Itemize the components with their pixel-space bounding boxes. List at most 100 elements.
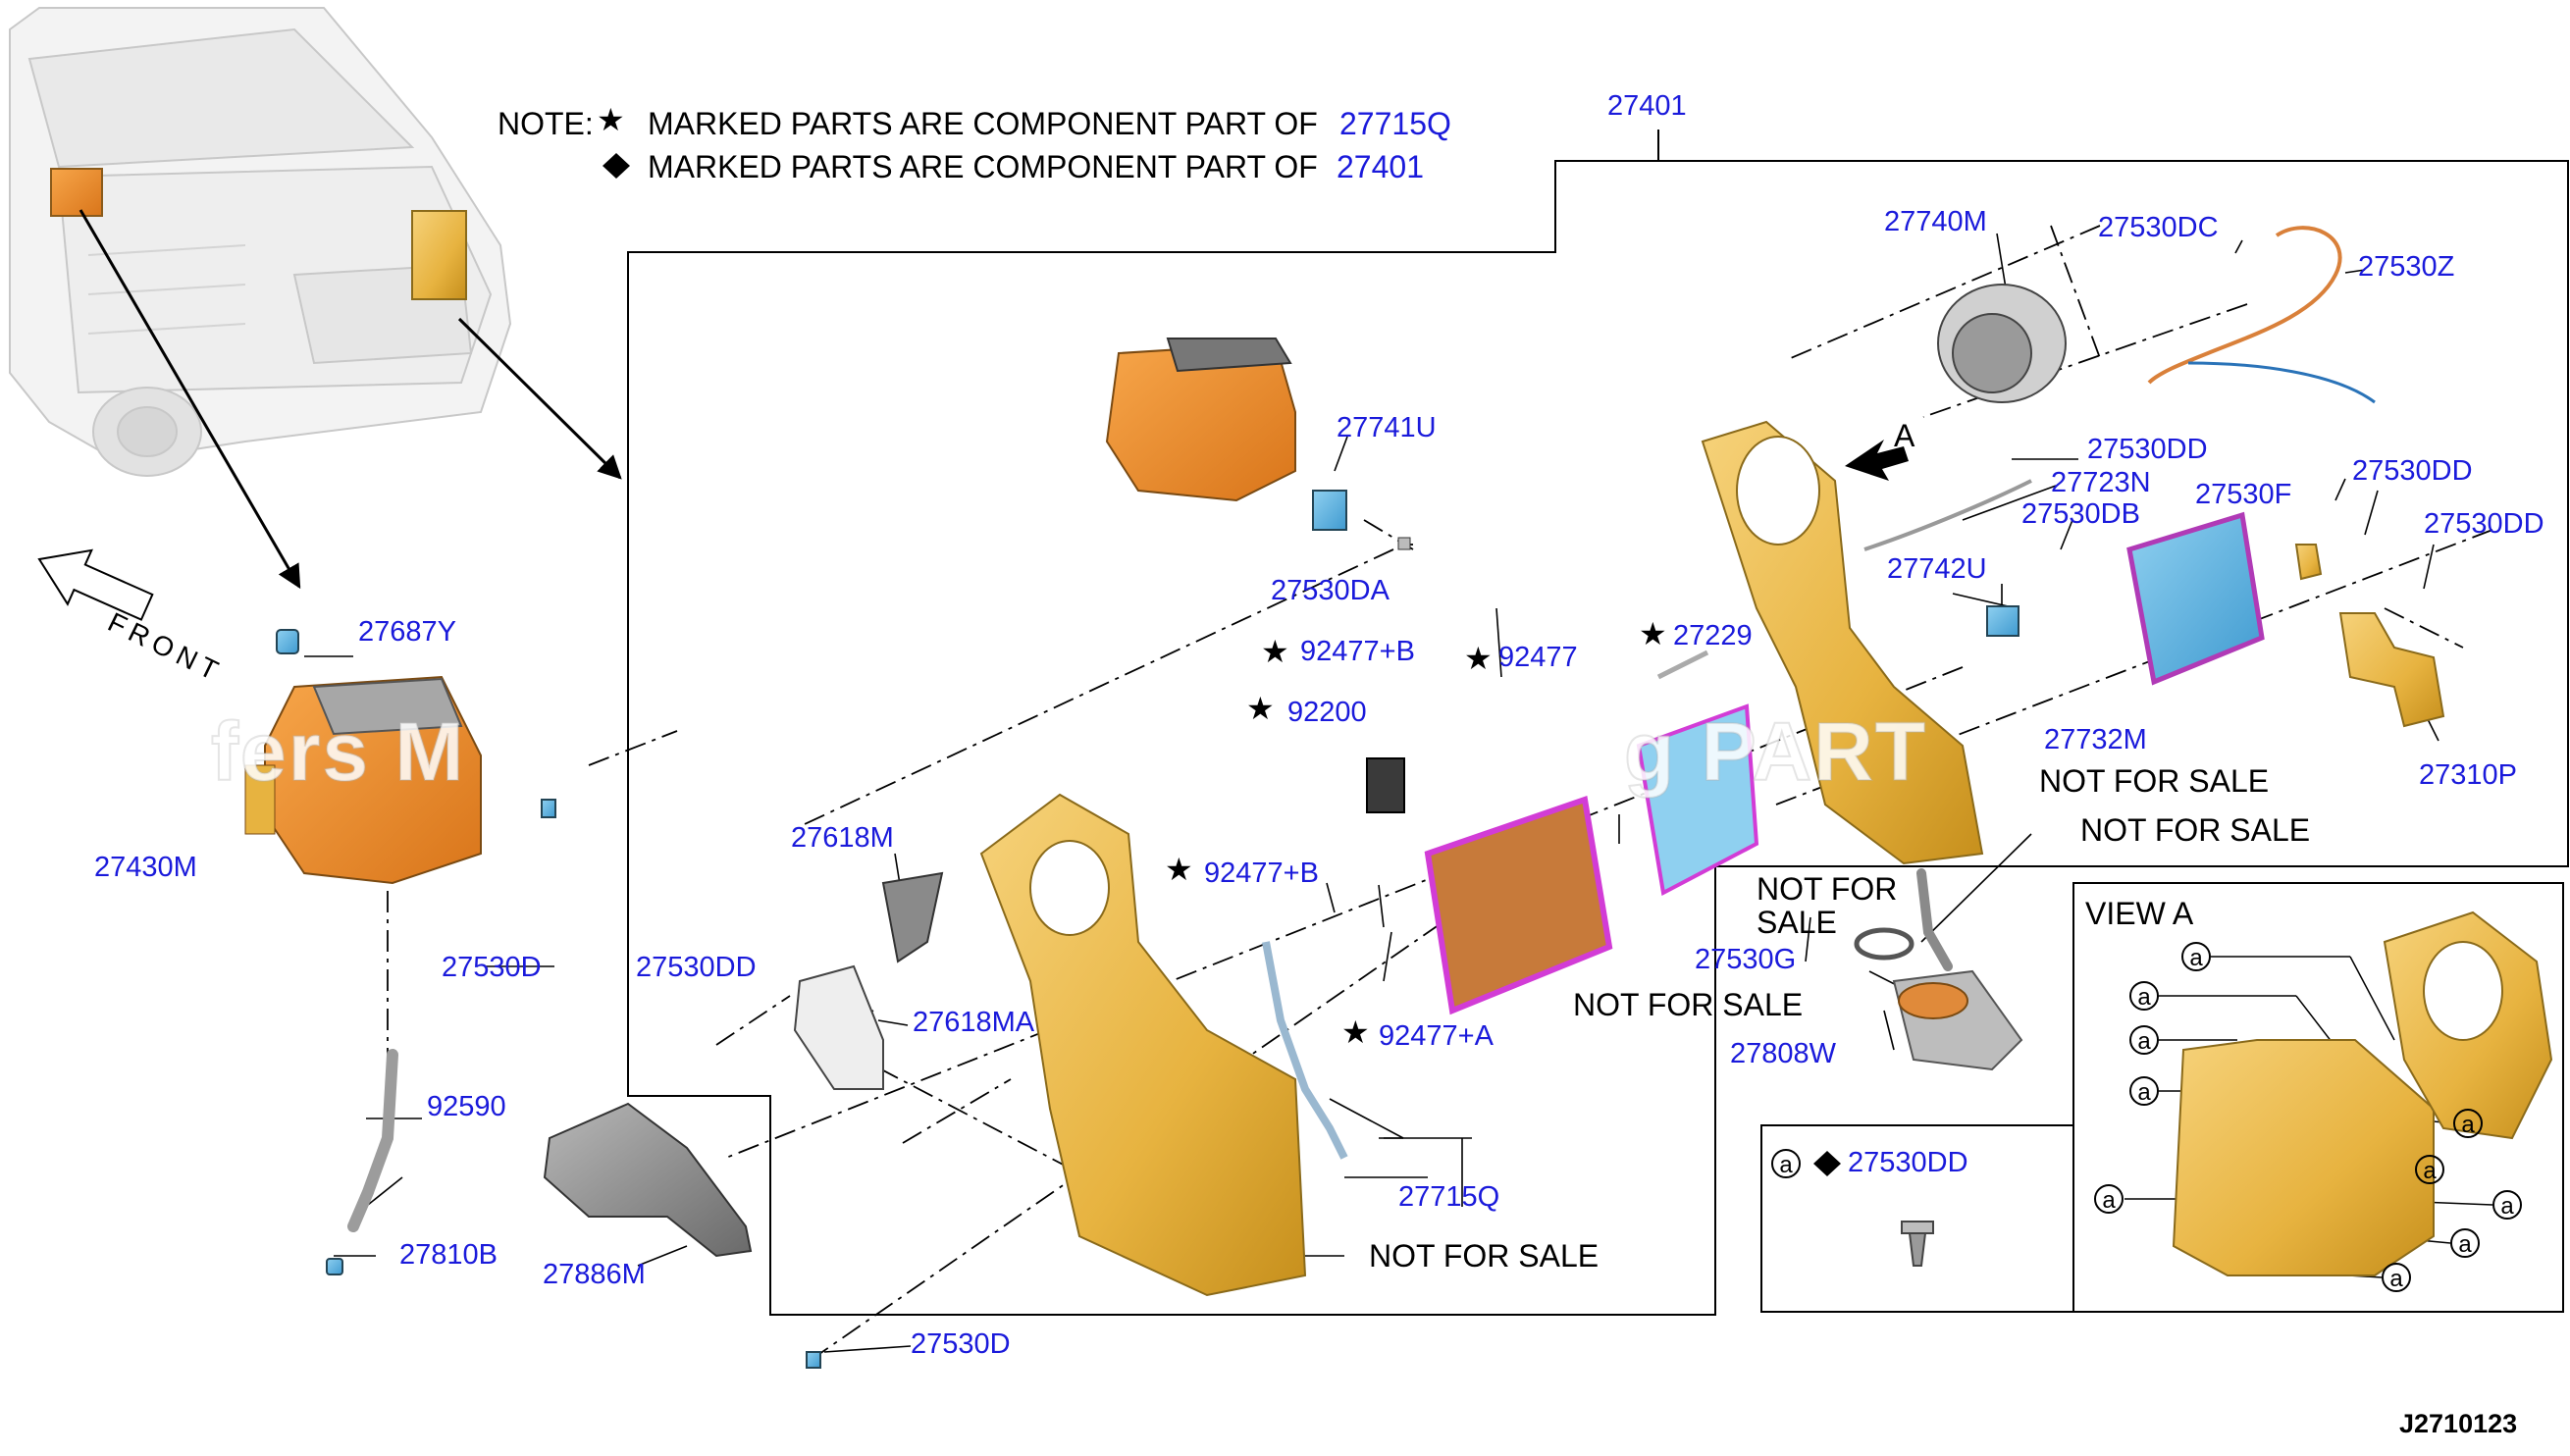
part-27886M xyxy=(543,1102,753,1258)
pointer-arrow-front xyxy=(79,209,301,590)
label-27886M[interactable]: 27886M xyxy=(543,1259,646,1290)
note-diamond-icon xyxy=(603,153,630,179)
legend-box xyxy=(1760,1124,2074,1313)
note-star-text: MARKED PARTS ARE COMPONENT PART OF xyxy=(648,106,1318,141)
part-rear-evaporator xyxy=(2126,511,2265,686)
label-27530DD-b[interactable]: 27530DD xyxy=(2352,455,2473,487)
label-27732M[interactable]: 27732M xyxy=(2044,724,2147,755)
star-icon-92200: ★ xyxy=(1246,691,1275,726)
part-rear-drain-hose xyxy=(1916,868,1953,971)
label-27530F[interactable]: 27530F xyxy=(2195,479,2292,510)
centerlines xyxy=(387,225,2493,1355)
vehicle-illustration xyxy=(9,7,512,477)
label-27401[interactable]: 27401 xyxy=(1607,90,1687,122)
part-27687Y xyxy=(276,629,299,654)
not-for-sale-center-line1: NOT FOR xyxy=(1757,871,1898,907)
watermark-left: fers M xyxy=(210,704,466,799)
label-92477A[interactable]: 92477+A xyxy=(1379,1020,1494,1052)
note-diamond-text: MARKED PARTS ARE COMPONENT PART OF xyxy=(648,149,1318,184)
note-prefix: NOTE: xyxy=(498,106,594,141)
star-icon-92477: ★ xyxy=(1464,641,1493,676)
vehicle-unit-front xyxy=(50,168,103,217)
legend-part[interactable]: 27530DD xyxy=(1848,1147,1968,1178)
part-rear-case-left xyxy=(979,793,1307,1297)
label-27530Z[interactable]: 27530Z xyxy=(2358,251,2455,283)
label-27810B[interactable]: 27810B xyxy=(399,1239,498,1271)
label-27310P[interactable]: 27310P xyxy=(2419,759,2517,791)
part-27618MA xyxy=(793,964,884,1090)
part-27740M xyxy=(1937,284,2067,403)
label-27530DC[interactable]: 27530DC xyxy=(2098,212,2219,243)
view-a-mark-3: a xyxy=(2129,1025,2159,1055)
view-a-arrow-icon xyxy=(1845,440,1909,481)
view-a-mark-5: a xyxy=(2453,1109,2483,1138)
label-27723N[interactable]: 27723N xyxy=(2051,467,2151,498)
part-27530Z-branch xyxy=(2187,361,2376,404)
watermark-right: g PART xyxy=(1623,704,1928,799)
label-27530DA[interactable]: 27530DA xyxy=(1271,575,1390,606)
label-27618MA[interactable]: 27618MA xyxy=(913,1007,1035,1038)
note-star-ref[interactable]: 27715Q xyxy=(1339,106,1451,141)
part-27530DA-bolt xyxy=(1397,537,1411,550)
label-27530DB[interactable]: 27530DB xyxy=(2021,498,2140,530)
pointer-arrow-rear xyxy=(457,317,622,480)
part-92200 xyxy=(1366,757,1405,813)
legend-mark: a xyxy=(1771,1149,1801,1178)
part-27530D-bolt-a xyxy=(541,799,556,818)
label-27742U[interactable]: 27742U xyxy=(1887,553,1987,585)
part-rear-case-right xyxy=(1701,420,1984,865)
part-27530G xyxy=(1854,927,1914,961)
legend-screw-icon xyxy=(1901,1221,1934,1267)
view-a-mark-2: a xyxy=(2129,981,2159,1011)
not-for-sale-right-2: NOT FOR SALE xyxy=(2080,812,2311,848)
note-star-icon: ★ xyxy=(597,102,625,137)
label-27530DD-c[interactable]: 27530DD xyxy=(2424,508,2544,540)
label-27530DD-a[interactable]: 27530DD xyxy=(2087,434,2208,465)
part-27310P xyxy=(2338,612,2445,728)
view-a-mark-7: a xyxy=(2094,1184,2124,1214)
part-27530F xyxy=(2294,544,2323,581)
view-a-arrow-label: A xyxy=(1894,418,1915,453)
label-27808W[interactable]: 27808W xyxy=(1730,1038,1837,1069)
label-27618M[interactable]: 27618M xyxy=(791,822,894,854)
label-92590[interactable]: 92590 xyxy=(427,1091,506,1122)
not-for-sale-right-1: NOT FOR SALE xyxy=(2039,763,2270,799)
star-icon-92477B-2: ★ xyxy=(1165,852,1193,887)
leader-lines xyxy=(300,233,2439,1353)
view-a-mark-8: a xyxy=(2492,1190,2522,1220)
label-92200[interactable]: 92200 xyxy=(1287,697,1367,728)
view-a-mark-10: a xyxy=(2382,1263,2411,1292)
diagram-code: J2710123 xyxy=(2399,1409,2518,1438)
view-a-case xyxy=(2172,910,2553,1276)
label-27741U[interactable]: 27741U xyxy=(1337,412,1437,443)
view-a-title: VIEW A xyxy=(2085,896,2194,931)
label-27687Y[interactable]: 27687Y xyxy=(358,616,456,648)
label-27530DD-d[interactable]: 27530DD xyxy=(636,952,757,983)
label-27530D-a[interactable]: 27530D xyxy=(442,952,542,983)
label-27530G[interactable]: 27530G xyxy=(1695,944,1797,975)
label-27740M[interactable]: 27740M xyxy=(1884,206,1987,237)
label-27430M[interactable]: 27430M xyxy=(94,852,197,883)
not-for-sale-center-line2: SALE xyxy=(1757,905,1837,940)
view-a-mark-4: a xyxy=(2129,1076,2159,1106)
part-27715Q-pipes xyxy=(1262,941,1348,1160)
vehicle-unit-rear xyxy=(411,210,467,300)
label-92477[interactable]: 92477 xyxy=(1498,642,1578,673)
not-for-sale-center-2: NOT FOR SALE xyxy=(1573,987,1804,1022)
part-27808W-ring xyxy=(1898,982,1968,1019)
part-27810B xyxy=(326,1258,343,1275)
part-27723N xyxy=(1863,479,2032,551)
part-92590 xyxy=(347,1049,398,1232)
label-92477B-2[interactable]: 92477+B xyxy=(1204,858,1319,889)
part-27741U xyxy=(1312,490,1347,531)
part-27618M xyxy=(881,871,944,963)
label-27229[interactable]: 27229 xyxy=(1673,620,1753,651)
front-arrow-icon xyxy=(37,548,154,621)
label-27530D-b[interactable]: 27530D xyxy=(911,1328,1011,1360)
star-icon-92477B-1: ★ xyxy=(1261,634,1289,669)
label-92477B-1[interactable]: 92477+B xyxy=(1300,636,1415,667)
label-27715Q[interactable]: 27715Q xyxy=(1398,1181,1500,1213)
note-diamond-ref[interactable]: 27401 xyxy=(1337,149,1424,184)
